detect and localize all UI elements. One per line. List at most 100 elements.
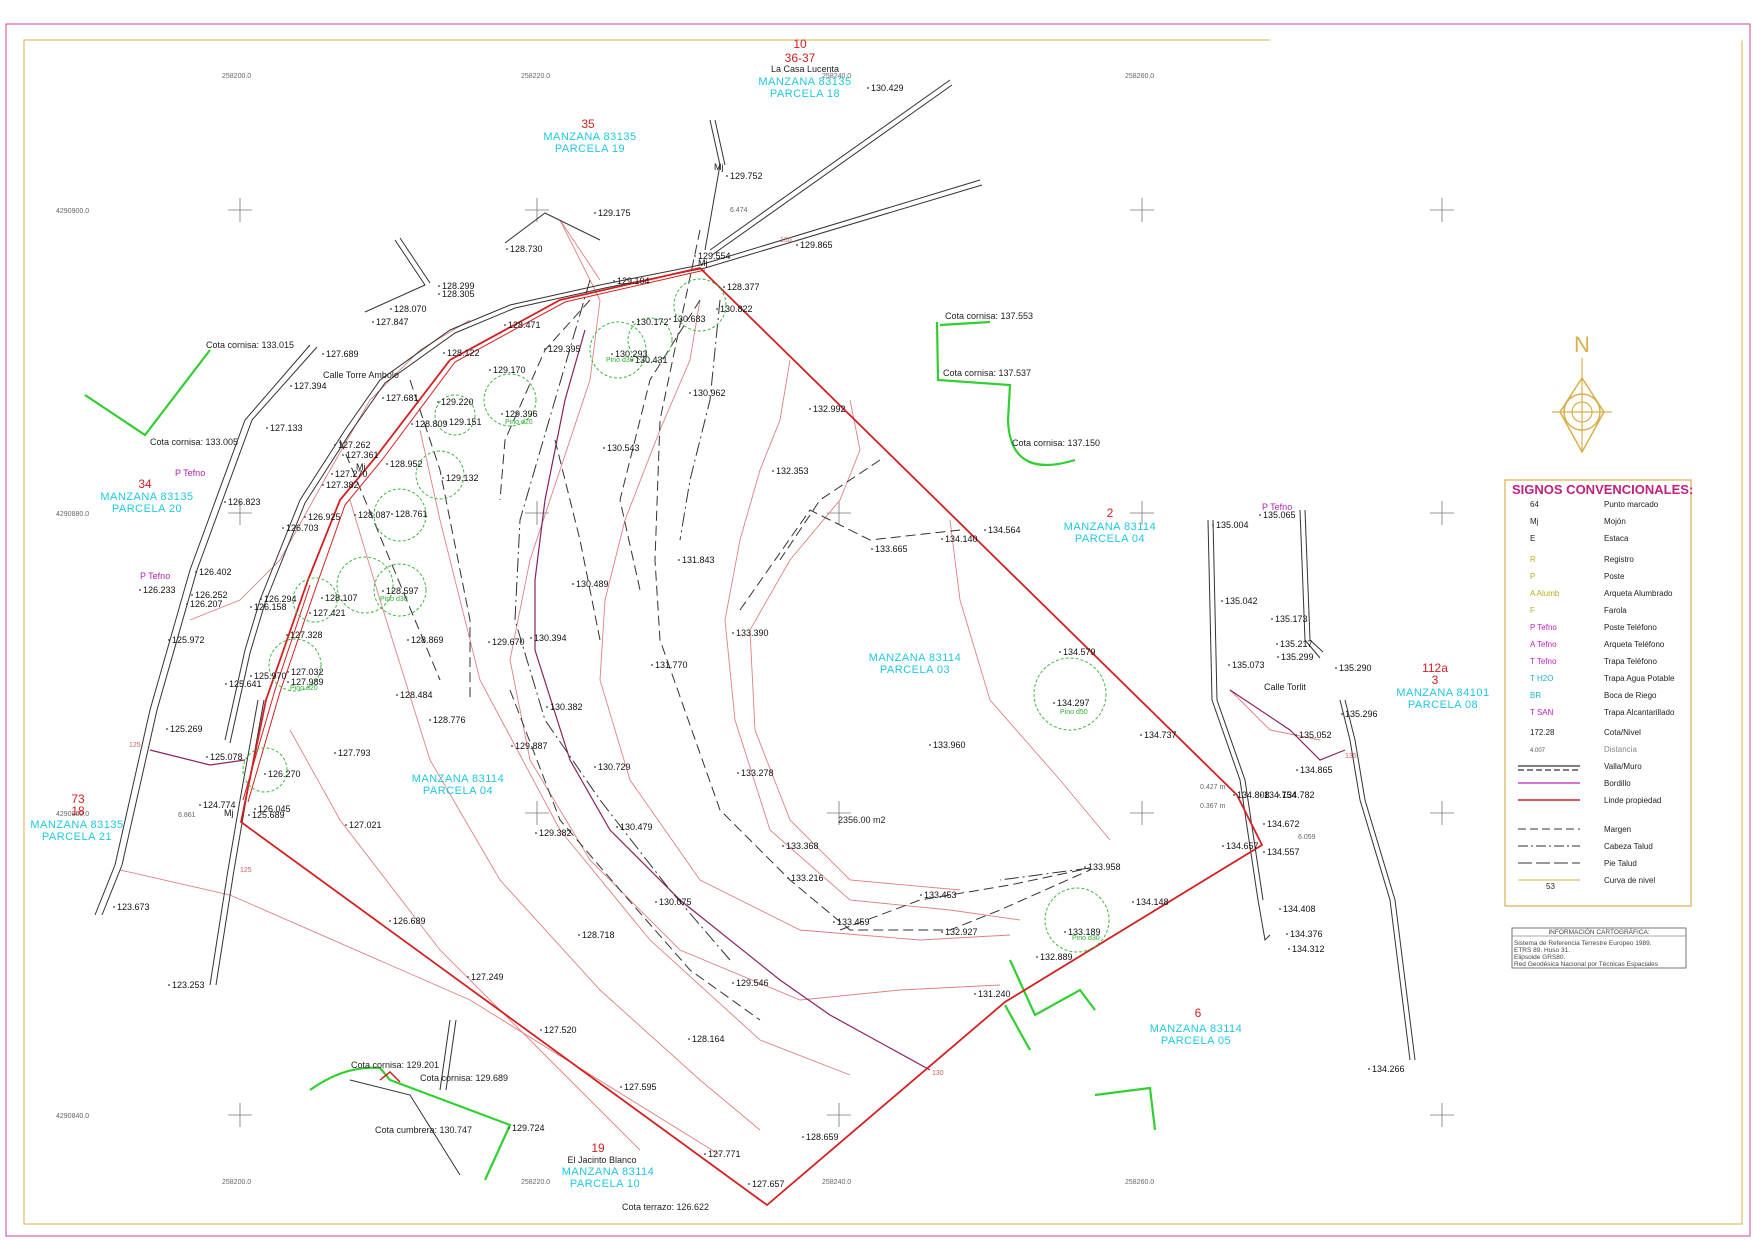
spot-height: 135.073 (1232, 660, 1265, 670)
spot-height: 128.377 (727, 282, 760, 292)
spot-height: 134.312 (1292, 944, 1325, 954)
tree-label: Pino d50 (1060, 709, 1088, 716)
spot-height: 128.659 (806, 1132, 839, 1142)
spot-marker (206, 756, 208, 758)
spot-height: 123.673 (117, 902, 150, 912)
legend-symbol: E (1530, 534, 1535, 543)
legend-symbol: 53 (1546, 882, 1555, 891)
spot-height: 132.927 (945, 927, 978, 937)
spot-marker (688, 1038, 690, 1040)
legend-symbol: 64 (1530, 500, 1539, 509)
cornisa-note: Cota terrazo: 126.622 (622, 1202, 709, 1212)
legend-label: Poste Teléfono (1604, 623, 1657, 632)
spot-height: 133.960 (933, 740, 966, 750)
distance-label: 6.474 (730, 207, 748, 214)
spot-marker (689, 392, 691, 394)
spot-marker (833, 921, 835, 923)
manzana-label: MANZANA 83135 (758, 76, 851, 88)
spot-marker (168, 984, 170, 986)
coord-y-left-3: 4290860.0 (56, 811, 89, 818)
manzana-label: MANZANA 83114 (562, 1166, 655, 1178)
spot-height: 133.278 (741, 768, 774, 778)
spot-marker (540, 1029, 542, 1031)
manzana-label: MANZANA 83135 (100, 491, 193, 503)
spot-marker (386, 463, 388, 465)
manzana-label: MANZANA 83114 (412, 773, 505, 785)
spot-height: 128.776 (433, 715, 466, 725)
legend-row: Linde propiedad (1518, 796, 1661, 805)
spot-height: 130.293 (615, 349, 648, 359)
legend-label: Trapa Teléfono (1604, 657, 1657, 666)
spot-height: 130.382 (550, 702, 583, 712)
manzana-label: MANZANA 84101 (1396, 687, 1489, 699)
spot-height: 127.681 (386, 393, 419, 403)
spot-marker (984, 529, 986, 531)
spot-marker (572, 583, 574, 585)
parcel-number: 3 (1432, 673, 1439, 687)
legend-row: Bordillo (1518, 779, 1631, 788)
spot-marker (1233, 794, 1235, 796)
legend-label: Poste (1604, 572, 1625, 581)
contour-label: 125 (129, 742, 141, 749)
legend-label: Cabeza Talud (1604, 842, 1653, 851)
spot-marker (782, 845, 784, 847)
cornisa-note: Cota cornisa: 133.005 (150, 437, 238, 447)
legend-title: SIGNOS CONVENCIONALES: (1512, 482, 1693, 497)
spot-marker (544, 348, 546, 350)
legend-label: Bordillo (1604, 779, 1631, 788)
spot-marker (1132, 901, 1134, 903)
spot-marker (488, 641, 490, 643)
spot-height: 129.175 (598, 208, 631, 218)
spot-height: 134.140 (945, 534, 978, 544)
spot-height: 129.395 (548, 344, 581, 354)
spot-marker (716, 308, 718, 310)
parcela-label: PARCELA 20 (112, 503, 182, 515)
spot-height: 129.670 (492, 637, 525, 647)
spot-height: 134.865 (1300, 765, 1333, 775)
parcel-number: 35 (581, 117, 595, 131)
spot-height: 128.471 (508, 320, 541, 330)
street-label: La Casa Lucenta (771, 64, 839, 74)
tree-label: Pino d30 (606, 357, 634, 364)
parcela-label: PARCELA 19 (555, 143, 625, 155)
spot-marker (530, 637, 532, 639)
spot-marker (438, 293, 440, 295)
spot-marker (611, 353, 613, 355)
spot-marker (506, 248, 508, 250)
spot-marker (224, 501, 226, 503)
parcela-label: PARCELA 18 (770, 88, 840, 100)
spot-height: 128.070 (394, 304, 427, 314)
spot-height: 134.754 (1264, 790, 1297, 800)
legend-symbol: T H2O (1530, 674, 1553, 683)
spot-height: 127.262 (338, 440, 371, 450)
legend-label: Trapa Alcantarillado (1604, 708, 1675, 717)
manzana-label: MANZANA 83135 (543, 131, 636, 143)
phone-pole-label: P Tefno (175, 468, 205, 478)
spot-marker (390, 308, 392, 310)
spot-height: 127.793 (338, 748, 371, 758)
cornisa-note: Cota cornisa: 137.537 (943, 368, 1031, 378)
spot-marker (594, 212, 596, 214)
manzana-label: MANZANA 83114 (1064, 521, 1157, 533)
spot-marker (620, 1086, 622, 1088)
mojon-label: Mj (698, 258, 708, 268)
spot-height: 132.889 (1040, 952, 1073, 962)
spot-marker (282, 527, 284, 529)
spot-marker (737, 772, 739, 774)
spot-marker (1288, 948, 1290, 950)
legend-symbol: A Alumb (1530, 589, 1560, 598)
legend-frame (1504, 479, 1692, 907)
spot-marker (445, 421, 447, 423)
coord-x-top-4: 258260.0 (1125, 73, 1154, 80)
spot-height: 130.075 (659, 897, 692, 907)
info-box-line: Red Geodésica Nacional por Técnicas Espa… (1514, 961, 1659, 968)
spot-height: 130.962 (693, 388, 726, 398)
spot-marker (1140, 734, 1142, 736)
legend-label: Registro (1604, 555, 1634, 564)
spot-marker (655, 901, 657, 903)
spot-height: 124.774 (203, 800, 236, 810)
property-boundary (240, 267, 1264, 1207)
slope-lines (339, 229, 1091, 1021)
